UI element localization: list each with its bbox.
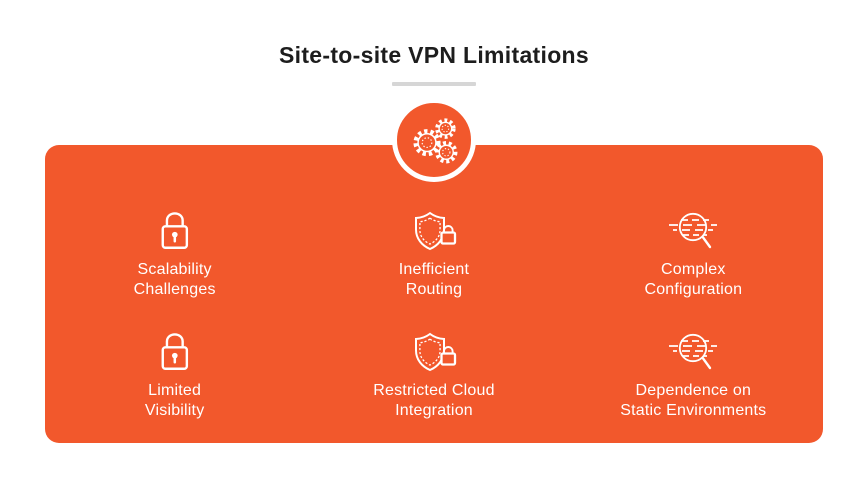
- search-lines-icon: [664, 330, 722, 374]
- limitation-label: Limited Visibility: [144, 382, 205, 419]
- limitation-item-complex-configuration: Complex Configuration: [564, 209, 823, 300]
- shield-lock-icon: [411, 209, 457, 253]
- limitations-grid: Scalability Challenges Inefficient Routi…: [45, 209, 823, 443]
- limitation-label: Restricted Cloud Integration: [373, 382, 495, 419]
- limitation-label: Inefficient Routing: [398, 261, 470, 298]
- limitation-item-dependence-static-environments: Dependence on Static Environments: [564, 330, 823, 421]
- shield-lock-icon: [411, 330, 457, 374]
- limitation-label: Scalability Challenges: [133, 261, 216, 298]
- page-title: Site-to-site VPN Limitations: [279, 42, 589, 68]
- limitation-item-limited-visibility: Limited Visibility: [45, 330, 304, 421]
- padlock-icon: [157, 330, 193, 374]
- limitations-panel: Scalability Challenges Inefficient Routi…: [45, 145, 823, 443]
- limitation-item-inefficient-routing: Inefficient Routing: [304, 209, 563, 300]
- search-lines-icon: [664, 209, 722, 253]
- gears-badge: [392, 98, 476, 182]
- limitation-item-scalability-challenges: Scalability Challenges: [45, 209, 304, 300]
- limitation-label: Dependence on Static Environments: [620, 382, 767, 419]
- limitation-item-restricted-cloud-integration: Restricted Cloud Integration: [304, 330, 563, 421]
- title-underline: [392, 82, 476, 86]
- limitation-label: Complex Configuration: [644, 261, 743, 298]
- gears-icon: [406, 112, 462, 168]
- padlock-icon: [157, 209, 193, 253]
